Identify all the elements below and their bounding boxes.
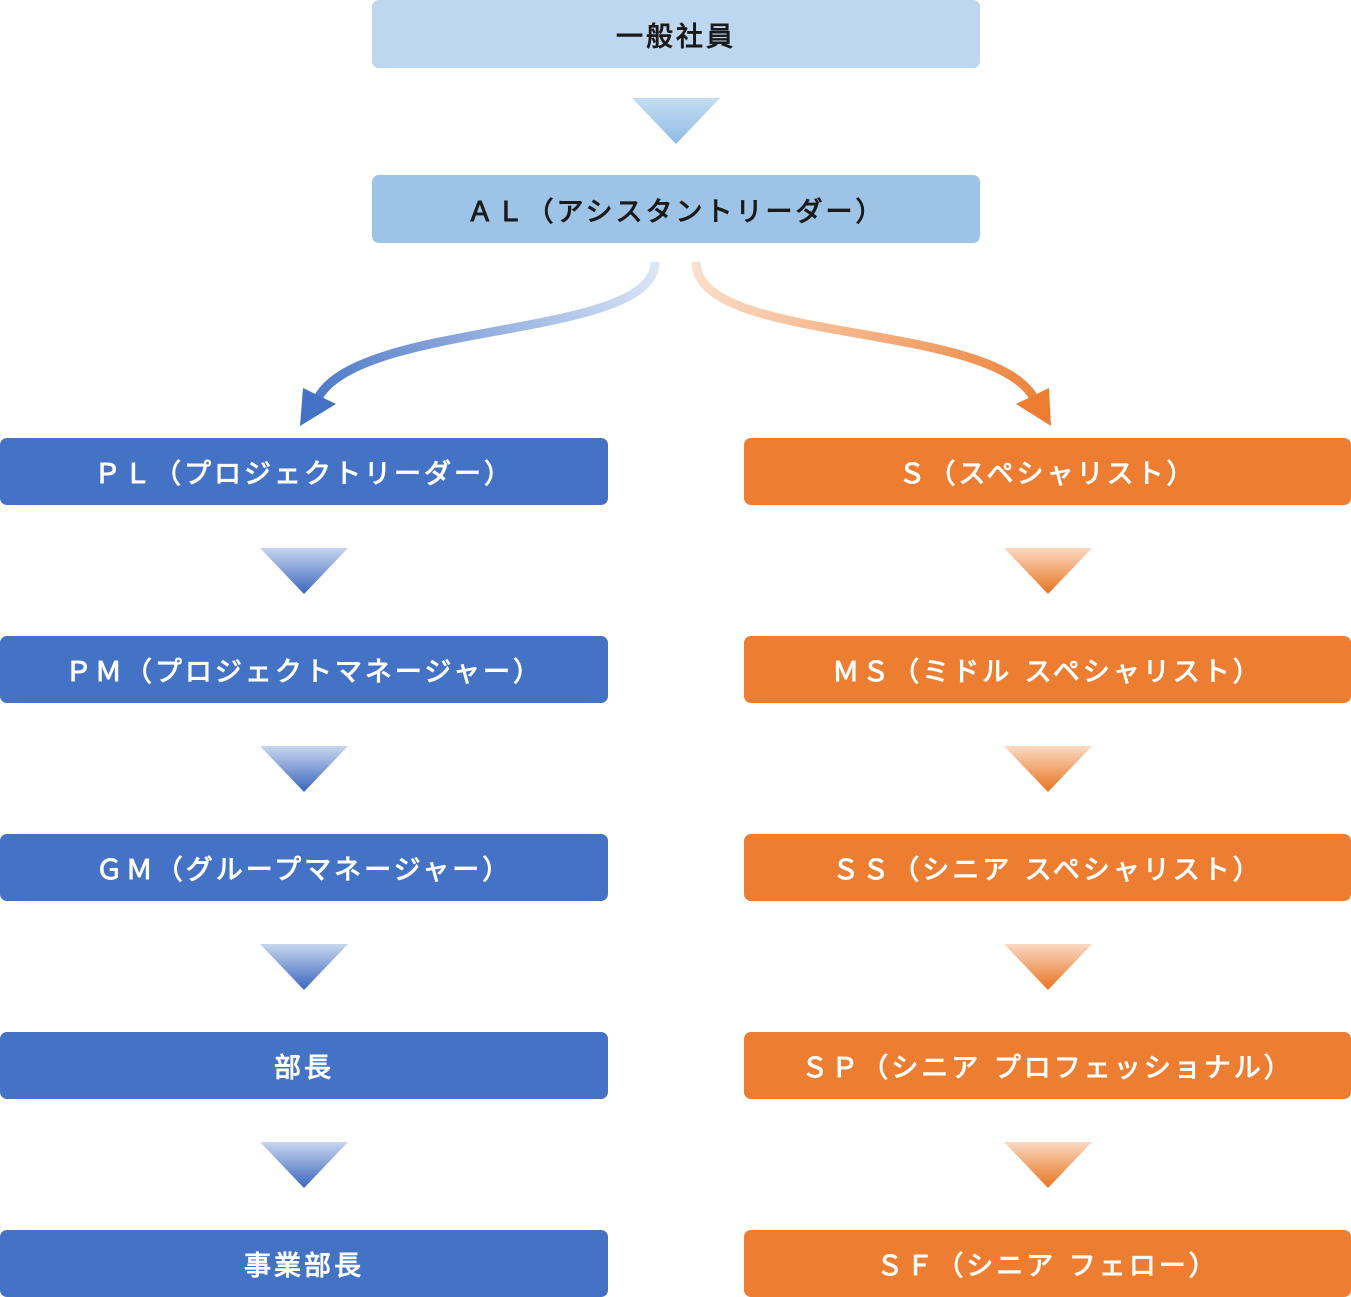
box-middle-specialist: ＭＳ（ミドル スペシャリスト） xyxy=(744,636,1351,703)
box-division-head: 事業部長 xyxy=(0,1230,608,1297)
specialist-track-label: Ｓ（スペシャリスト） xyxy=(898,459,1197,490)
down-arrow-icon xyxy=(1004,548,1092,594)
down-arrow-icon xyxy=(260,548,348,594)
box-department-head: 部長 xyxy=(0,1032,608,1099)
management-track-label: ＧＭ（グループマネージャー） xyxy=(95,855,513,886)
down-arrow-icon xyxy=(260,944,348,990)
box-senior-fellow: ＳＦ（シニア フェロー） xyxy=(744,1230,1351,1297)
management-track-label: ＰＬ（プロジェクトリーダー） xyxy=(94,459,514,490)
box-group-manager: ＧＭ（グループマネージャー） xyxy=(0,834,608,901)
box-senior-specialist: ＳＳ（シニア スペシャリスト） xyxy=(744,834,1351,901)
box-senior-professional: ＳＰ（シニア プロフェッショナル） xyxy=(744,1032,1351,1099)
management-track-label: 部長 xyxy=(274,1053,334,1084)
general-employee-label: 一般社員 xyxy=(616,21,736,53)
assistant-leader-label: ＡＬ（アシスタントリーダー） xyxy=(466,196,886,228)
down-arrow-icon xyxy=(1004,1142,1092,1188)
down-arrow-icon xyxy=(632,98,720,144)
branch-arrowhead-right-icon xyxy=(1016,388,1051,426)
specialist-track-label: ＳＰ（シニア プロフェッショナル） xyxy=(801,1053,1294,1084)
management-track-label: ＰＭ（プロジェクトマネージャー） xyxy=(64,657,544,688)
branch-arrowhead-left-icon xyxy=(300,388,336,426)
down-arrow-icon xyxy=(1004,746,1092,792)
box-specialist: Ｓ（スペシャリスト） xyxy=(744,438,1351,505)
branch-arrow-right-icon xyxy=(691,261,1038,401)
specialist-track-label: ＭＳ（ミドル スペシャリスト） xyxy=(832,657,1263,688)
box-project-manager: ＰＭ（プロジェクトマネージャー） xyxy=(0,636,608,703)
branch-arrow-left-icon xyxy=(314,261,660,401)
box-general-employee: 一般社員 xyxy=(372,0,980,68)
box-assistant-leader: ＡＬ（アシスタントリーダー） xyxy=(372,175,980,243)
specialist-track-label: ＳＳ（シニア スペシャリスト） xyxy=(832,855,1263,886)
management-track-label: 事業部長 xyxy=(244,1251,364,1282)
down-arrow-icon xyxy=(260,746,348,792)
down-arrow-icon xyxy=(260,1142,348,1188)
specialist-track-label: ＳＦ（シニア フェロー） xyxy=(876,1251,1219,1282)
box-project-leader: ＰＬ（プロジェクトリーダー） xyxy=(0,438,608,505)
down-arrow-icon xyxy=(1004,944,1092,990)
